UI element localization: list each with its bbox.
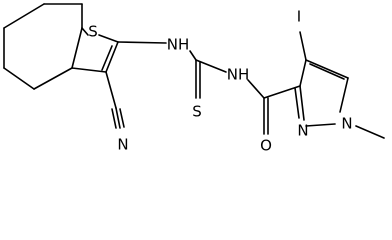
thiocarbonyl-sulfur-label: S (192, 103, 202, 121)
molecule-structure: S NH S NH I O N N N (3, 3, 385, 155)
pyrazole-nitrogen-label: N (297, 122, 308, 140)
amide-group (263, 85, 301, 135)
methyl-nitrogen-label: N (341, 115, 352, 133)
iodine-label: I (297, 8, 301, 26)
carbonyl-oxygen-label: O (260, 137, 272, 155)
ring-sulfur-label: S (88, 23, 98, 41)
thiourea-linkage (117, 41, 265, 99)
nitrile-nitrogen-label: N (117, 136, 128, 154)
cyclohexane-ring (3, 3, 83, 90)
pyrazole-ring (294, 59, 349, 127)
left-nh-label: NH (167, 36, 190, 54)
right-nh-label: NH (227, 66, 250, 84)
structure-canvas: S NH S NH I O N N N (3, 3, 385, 155)
thiophene-ring (71, 27, 119, 73)
nitrile-group (105, 71, 125, 129)
substituents (299, 31, 385, 139)
